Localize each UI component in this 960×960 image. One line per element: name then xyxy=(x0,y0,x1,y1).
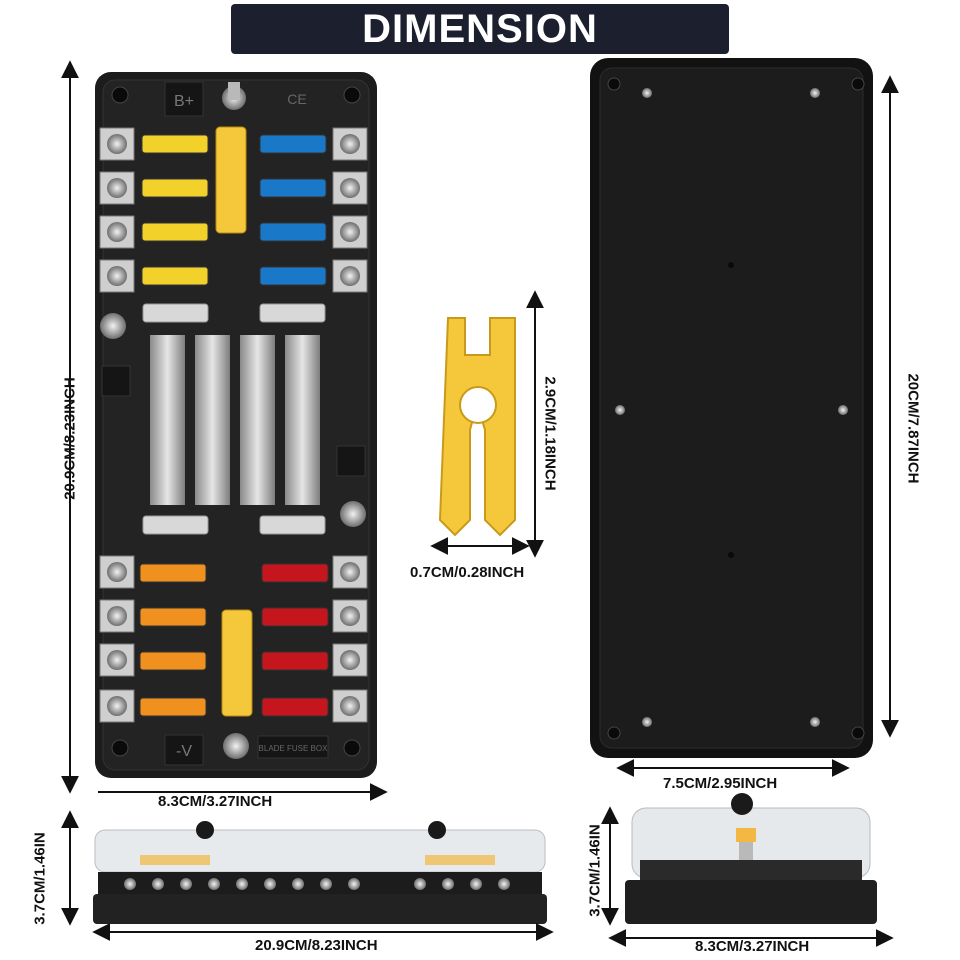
blade-fuse xyxy=(141,266,209,286)
fuse-box-back xyxy=(590,58,873,758)
blade-fuse xyxy=(139,607,207,627)
puller-height-label: 2.9CM/1.18INCH xyxy=(541,376,559,491)
terminal-screw xyxy=(340,562,360,582)
terminal-screw xyxy=(107,134,127,154)
terminal-screw xyxy=(340,178,360,198)
terminal-screw xyxy=(340,696,360,716)
side-screw xyxy=(180,878,192,890)
back-height-label: 20CM/7.87INCH xyxy=(904,373,922,484)
fuse-box-end xyxy=(625,793,877,924)
blade-fuse xyxy=(259,178,327,198)
fuse-box-side xyxy=(93,821,547,924)
blade-fuse xyxy=(261,651,329,671)
blade-fuse xyxy=(261,563,329,583)
blade-fuse xyxy=(261,697,329,717)
terminal-screw xyxy=(107,650,127,670)
terminal-screw xyxy=(107,266,127,286)
side-screw xyxy=(442,878,454,890)
side-screw xyxy=(348,878,360,890)
side-screw xyxy=(208,878,220,890)
terminal-screw xyxy=(340,134,360,154)
side-screw xyxy=(470,878,482,890)
terminal-screw xyxy=(340,222,360,242)
back-width-label: 7.5CM/2.95INCH xyxy=(663,775,778,792)
page-title: DIMENSION xyxy=(231,4,729,54)
side-screw xyxy=(264,878,276,890)
front-height-label: 20.9CM/8.23INCH xyxy=(61,377,79,500)
side-length-label: 20.9CM/8.23INCH xyxy=(255,937,378,954)
terminal-screw xyxy=(340,650,360,670)
neg-label: -V xyxy=(176,743,192,760)
terminal-screw xyxy=(340,606,360,626)
terminal-screw xyxy=(107,222,127,242)
blade-fuse xyxy=(259,266,327,286)
terminal-screw xyxy=(107,696,127,716)
pos-label: B+ xyxy=(174,93,194,110)
blade-fuse xyxy=(141,178,209,198)
terminal-screw xyxy=(107,178,127,198)
side-screw xyxy=(320,878,332,890)
side-screw xyxy=(414,878,426,890)
side-screw xyxy=(498,878,510,890)
fuse-puller xyxy=(438,317,516,537)
brand-text: BLADE FUSE BOX xyxy=(259,744,329,753)
ce-mark: CE xyxy=(287,91,306,107)
blade-fuse xyxy=(141,134,209,154)
terminal xyxy=(99,643,135,677)
blade-fuse xyxy=(141,222,209,242)
terminal-screw xyxy=(340,266,360,286)
terminal-screw xyxy=(107,562,127,582)
end-height-label: 3.7CM/1.46IN xyxy=(586,824,604,917)
end-width-label: 8.3CM/3.27INCH xyxy=(695,938,810,955)
side-screw xyxy=(236,878,248,890)
front-width-label: 8.3CM/3.27INCH xyxy=(158,793,273,810)
blade-fuse xyxy=(259,134,327,154)
side-screw xyxy=(152,878,164,890)
blade-fuse xyxy=(259,222,327,242)
dimension-arrows xyxy=(61,60,899,947)
terminal-screw xyxy=(107,606,127,626)
blade-fuse xyxy=(139,563,207,583)
terminal xyxy=(332,689,368,723)
side-screw xyxy=(292,878,304,890)
bus-bars xyxy=(150,335,320,505)
blade-fuse xyxy=(139,651,207,671)
side-screw xyxy=(124,878,136,890)
puller-width-label: 0.7CM/0.28INCH xyxy=(410,564,525,581)
blade-fuse xyxy=(261,607,329,627)
fuse-box-front: B+ CE -V BLADE F xyxy=(95,72,377,778)
blade-fuse xyxy=(139,697,207,717)
side-height-label: 3.7CM/1.46IN xyxy=(31,832,49,925)
